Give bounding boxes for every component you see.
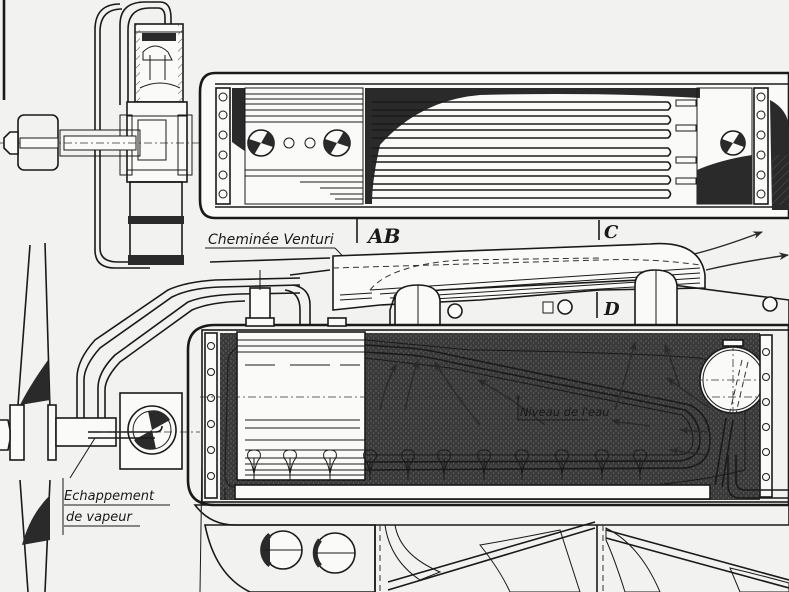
radiator-tank (198, 71, 789, 220)
section-label-d: D (603, 299, 620, 320)
feed-pump-assembly (0, 1, 789, 269)
rosette-left (247, 129, 275, 157)
leader-line-exhaust (69, 437, 96, 479)
airflow-arrow (689, 231, 763, 256)
propeller (0, 242, 117, 592)
label-cheminee-venturi: Cheminée Venturi (208, 232, 334, 248)
label-echappement: Echappement (64, 489, 155, 504)
tube-bundle (372, 101, 672, 199)
leader-line-water-level (517, 397, 588, 421)
rosette-right-header (720, 130, 746, 156)
boiler-shell (186, 270, 789, 507)
exhaust-valve (88, 392, 200, 470)
rosette-right (323, 129, 351, 157)
section-label-ab: AB (366, 224, 400, 248)
chassis-frame (193, 459, 789, 592)
steam-pipes (76, 257, 331, 432)
airflow-arrow (705, 252, 789, 271)
burner-flames (247, 449, 647, 480)
label-de-vapeur: de vapeur (66, 510, 134, 525)
label-niveau-de-l-eau: Niveau de l'eau (520, 405, 609, 419)
section-label-c: C (604, 222, 619, 243)
